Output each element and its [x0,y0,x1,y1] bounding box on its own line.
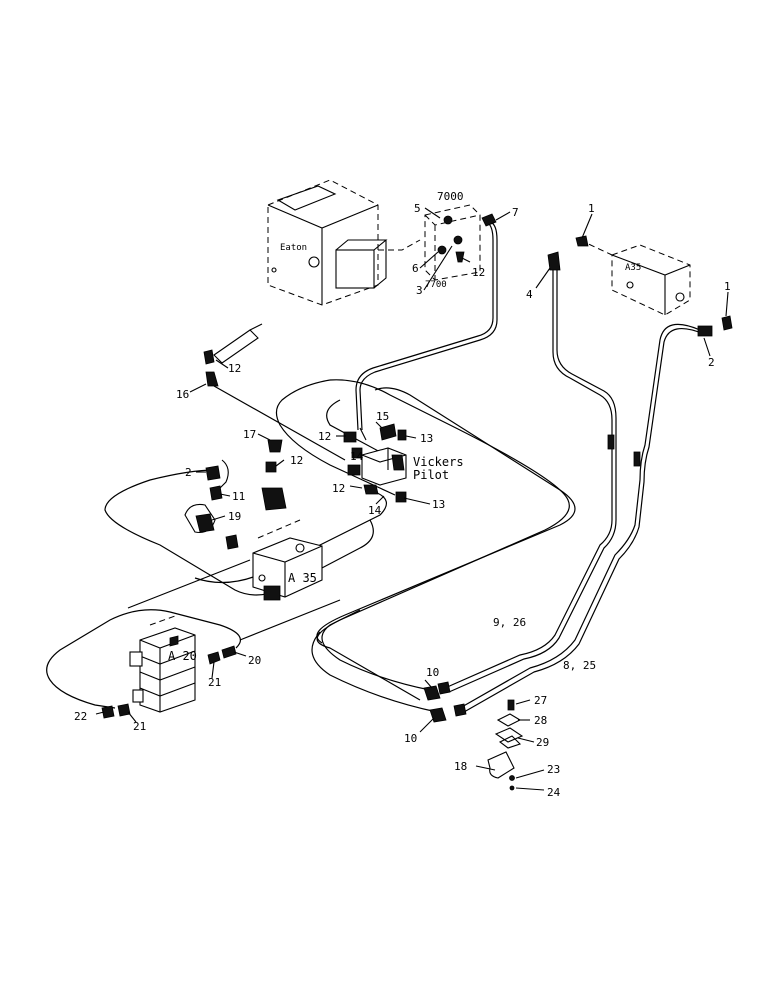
callout-2b: 2 [185,466,192,479]
callout-28: 28 [534,714,547,727]
valve-7000-label: 7000 [437,190,464,203]
fittings-top [481,213,733,467]
callout-13b: 13 [432,498,445,511]
callout-1a: 1 [588,202,595,215]
callout-1b: 1 [724,280,731,293]
leader-lines [95,207,729,791]
callout-12e: 12 [332,482,345,495]
callout-11: 11 [232,490,245,503]
callout-15: 15 [376,410,389,423]
callout-3: 3 [416,284,423,297]
fittings-12-16 [203,323,346,511]
callout-21b: 21 [133,720,146,733]
a20-valve-stack: A 20 [101,615,237,719]
callout-18: 18 [454,760,467,773]
eaton-label: Eaton [280,243,307,253]
hose-7-vickers [359,221,498,431]
callout-27: 27 [534,694,547,707]
callout-22: 22 [74,710,87,723]
a35-mid-label: A 35 [288,571,317,585]
callout-17: 17 [243,428,256,441]
callout-2a: 2 [708,356,715,369]
hose-loop-upper [275,379,396,496]
callout-12a: 12 [228,362,241,375]
a35-top-valve: A35 [579,239,691,316]
callout-6: 6 [412,262,419,275]
callout-7: 7 [512,206,519,219]
callout-23: 23 [547,763,560,776]
valve-block-7000: 7000 7700 [424,190,481,290]
a35-top-label: A35 [625,263,641,273]
clamp-hardware [487,699,524,791]
hose-loop-lower-left [46,609,241,709]
fittings-10 [423,681,467,723]
callout-29: 29 [536,736,549,749]
a35-mid-valve: A 35 [252,519,323,601]
callout-8-25: 8, 25 [563,659,596,672]
callout-14b: 14 [368,504,382,517]
callout-21a: 21 [208,676,221,689]
callout-5: 5 [414,202,421,215]
callout-16: 16 [176,388,189,401]
a20-label: A 20 [168,649,197,663]
callout-24: 24 [547,786,561,799]
hose-9-26 [444,260,613,689]
callout-10b: 10 [404,732,417,745]
callout-12d: 12 [290,454,303,467]
valve-7700-label: 7700 [425,280,447,290]
callout-numbers: 1 1 2 2 3 4 5 6 7 8, 25 9, 26 10 10 11 1… [74,202,731,799]
eaton-pump: Eaton [267,179,421,306]
vickers-pilot: Vickers Pilot [343,423,464,503]
callout-13a: 13 [420,432,433,445]
hose-8-25 [459,323,701,709]
callout-10a: 10 [426,666,439,679]
callout-4: 4 [526,288,533,301]
callout-12b: 12 [472,266,485,279]
callout-19: 19 [228,510,241,523]
hose-loop-left [104,469,374,596]
callout-12c: 12 [318,430,331,443]
vickers-label-2: Pilot [413,468,449,482]
callout-20a: 20 [248,654,261,667]
vickers-label-1: Vickers [413,455,464,469]
pump-19 [184,459,239,550]
callout-9-26: 9, 26 [493,616,526,629]
callout-14a: 14 [350,450,364,463]
